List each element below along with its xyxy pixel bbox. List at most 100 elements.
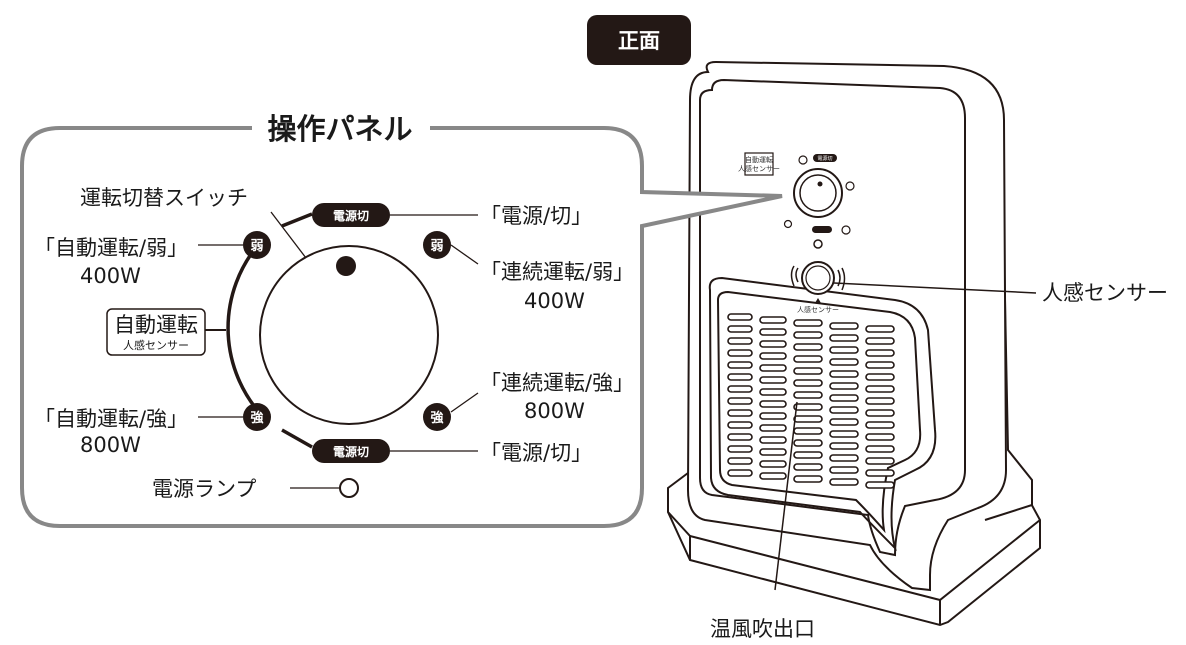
grille-slat [865, 457, 895, 465]
grille-slat [793, 439, 823, 447]
mini-pill-label: 電源切 [817, 155, 832, 162]
dial-knob[interactable] [259, 245, 439, 425]
label-auto-strong: 「自動運転/強」 [34, 407, 188, 431]
grille-slat [793, 427, 823, 435]
grille-slat [829, 454, 859, 462]
svg-text:弱: 弱 [430, 238, 443, 254]
grille-slat [865, 361, 895, 369]
grille-slat [759, 472, 787, 480]
grille-slat [793, 331, 823, 339]
grille-slat [865, 445, 895, 453]
grille-slat [727, 313, 753, 321]
svg-text:強: 強 [430, 410, 443, 426]
label-auto-weak-watt: 400W [80, 264, 141, 288]
power-lamp [339, 478, 359, 498]
grille-slat [865, 337, 895, 345]
grille-slat [865, 325, 895, 333]
grille-slat [865, 397, 895, 405]
label-cont-weak: 「連続運転/弱」 [480, 260, 634, 284]
grille-slat [759, 448, 787, 456]
grille-slat [727, 325, 753, 333]
grille-slat [865, 421, 895, 429]
grille-slat [793, 319, 823, 327]
disc-cont-weak: 弱 [423, 231, 451, 259]
grille-slat [759, 436, 787, 444]
grille-slat [829, 370, 859, 378]
label-switch: 運転切替スイッチ [80, 186, 248, 210]
grille-slat [727, 469, 753, 477]
svg-text:電源切: 電源切 [333, 208, 369, 223]
panel-leader-lines [198, 211, 479, 489]
disc-cont-strong: 強 [423, 403, 451, 431]
dial-indicator [336, 256, 356, 276]
mini-sensor-sublabel: 人感センサー [738, 164, 780, 173]
grille-slat [865, 409, 895, 417]
grille-slat [727, 409, 753, 417]
front-badge-text: 正面 [618, 29, 660, 53]
grille-slat [829, 358, 859, 366]
label-power-off-bottom: 「電源/切」 [480, 441, 592, 465]
grille-slat [727, 337, 753, 345]
dial-arc [205, 212, 313, 449]
grille-slat [759, 328, 787, 336]
grille-slat [793, 415, 823, 423]
sensor-label: 人感センサー [1042, 281, 1168, 305]
grille-slat [793, 463, 823, 471]
grille-slat [829, 322, 859, 330]
label-auto-weak: 「自動運転/弱」 [34, 236, 188, 260]
grille-slat [793, 367, 823, 375]
pill-bottom: 電源切 [312, 439, 390, 463]
label-cont-strong-watt: 800W [524, 399, 585, 423]
mini-auto-label: 自動運転 [745, 155, 773, 164]
grille-slat [727, 457, 753, 465]
grille-slat [829, 406, 859, 414]
front-badge: 正面 [587, 15, 691, 65]
disc-auto-weak: 弱 [243, 231, 271, 259]
svg-text:自動運転: 自動運転 [114, 313, 198, 337]
grille-slat [759, 340, 787, 348]
grille-slat [727, 445, 753, 453]
grille-slat [727, 385, 753, 393]
grille-slat [829, 334, 859, 342]
svg-text:強: 強 [250, 410, 263, 426]
grille-slat [829, 442, 859, 450]
label-cont-strong: 「連続運転/強」 [480, 371, 634, 395]
grille-slat [727, 433, 753, 441]
grille-slat [793, 391, 823, 399]
grille-slat [865, 433, 895, 441]
mini-sensor-text: 人感センサー [797, 305, 839, 314]
outlet-label: 温風吹出口 [710, 617, 815, 641]
grille-slat [829, 394, 859, 402]
auto-mode-box: 自動運転 人感センサー [106, 308, 206, 356]
grille-slat [727, 361, 753, 369]
grille-slat [759, 316, 787, 324]
grille-slat [727, 373, 753, 381]
svg-text:弱: 弱 [250, 238, 263, 254]
grille-slat [829, 346, 859, 354]
grille-slat [793, 355, 823, 363]
grille-slat [727, 349, 753, 357]
grille-slat [759, 460, 787, 468]
grille-slat [865, 385, 895, 393]
disc-auto-strong: 強 [243, 403, 271, 431]
grille-slat [759, 412, 787, 420]
label-power-off-top: 「電源/切」 [480, 204, 592, 228]
grille-slat [759, 388, 787, 396]
grille-slat [829, 418, 859, 426]
grille-slat [759, 400, 787, 408]
grille-slat [793, 451, 823, 459]
pill-top: 電源切 [312, 203, 390, 227]
grille-slat [759, 424, 787, 432]
svg-text:電源切: 電源切 [333, 444, 369, 459]
grille-slat [759, 364, 787, 372]
grille-slat [793, 403, 823, 411]
grille-slat [793, 475, 823, 483]
svg-text:人感センサー: 人感センサー [123, 339, 189, 352]
label-cont-weak-watt: 400W [524, 289, 585, 313]
heater-illustration [667, 60, 1041, 627]
grille-slat [793, 343, 823, 351]
grille-slat [829, 430, 859, 438]
panel-title: 操作パネル [267, 112, 412, 146]
grille-slat [829, 466, 859, 474]
